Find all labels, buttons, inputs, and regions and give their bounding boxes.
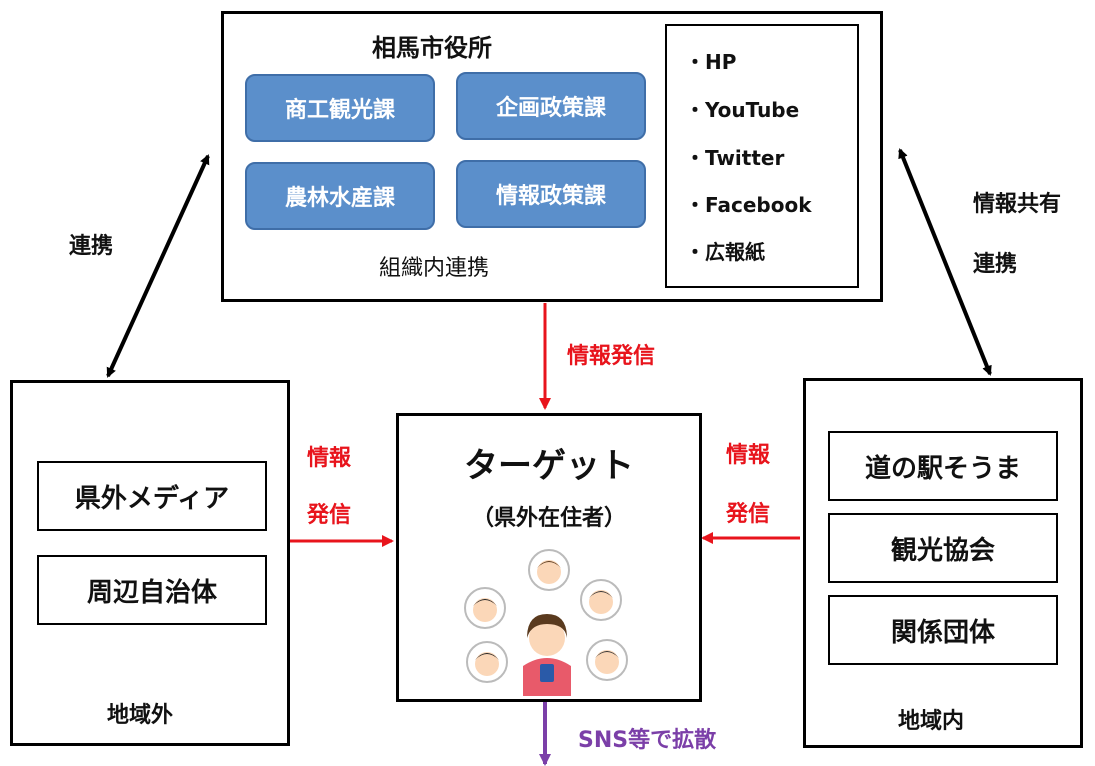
face-bubble-right-bottom [586,639,628,681]
face-bubble-right-top [580,579,622,621]
outside-region-label: 地域外 [107,703,174,728]
face-bubble-left-bottom [466,641,508,683]
city-hall-box: 相馬市役所 商工観光課 企画政策課 農林水産課 情報政策課 組織内連携 ・HP … [221,11,883,302]
right-send-label-1: 情報 [726,443,771,468]
right-link-label-1: 情報共有 [973,192,1062,217]
target-box: ターゲット （県外在住者） [396,413,702,702]
right-send-label-2: 発信 [726,502,771,527]
org-neighbor-municipalities: 周辺自治体 [37,555,267,625]
target-title: ターゲット [464,446,634,486]
city-hall-title: 相馬市役所 [372,34,492,62]
outside-region-box: 県外メディア 周辺自治体 地域外 [10,380,290,746]
people-illustration [464,549,628,696]
dept-agriculture-fisheries: 農林水産課 [245,162,435,230]
spread-label: SNS等で拡散 [578,728,717,753]
face-bubble-top [528,549,570,591]
left-link-arrow [106,154,210,378]
media-twitter: ・Twitter [685,146,785,170]
dept-information-policy: 情報政策課 [456,160,646,228]
media-hp: ・HP [685,50,737,74]
inside-region-label: 地域内 [898,709,965,734]
dept-planning-policy: 企画政策課 [456,72,646,140]
inside-region-box: 道の駅そうま 観光協会 関係団体 地域内 [803,378,1083,748]
face-bubble-left-top [464,587,506,629]
internal-coordination-label: 組織内連携 [379,256,490,281]
left-send-label-2: 発信 [307,503,352,528]
right-link-label-2: 連携 [973,252,1018,277]
left-link-label: 連携 [69,234,114,259]
center-send-label: 情報発信 [567,344,656,369]
org-related-groups: 関係団体 [828,595,1058,665]
left-send-label-1: 情報 [307,446,352,471]
media-list-box: ・HP ・YouTube ・Twitter ・Facebook ・広報紙 [665,24,859,288]
target-subtitle: （県外在住者） [471,506,626,531]
org-tourism-association: 観光協会 [828,513,1058,583]
dept-commerce-tourism: 商工観光課 [245,74,435,142]
org-outside-media: 県外メディア [37,461,267,531]
org-roadside-station: 道の駅そうま [828,431,1058,501]
right-link-arrow [898,148,992,376]
media-newsletter: ・広報紙 [685,240,765,264]
media-facebook: ・Facebook [685,193,812,217]
central-person [523,614,571,696]
media-youtube: ・YouTube [685,98,800,122]
